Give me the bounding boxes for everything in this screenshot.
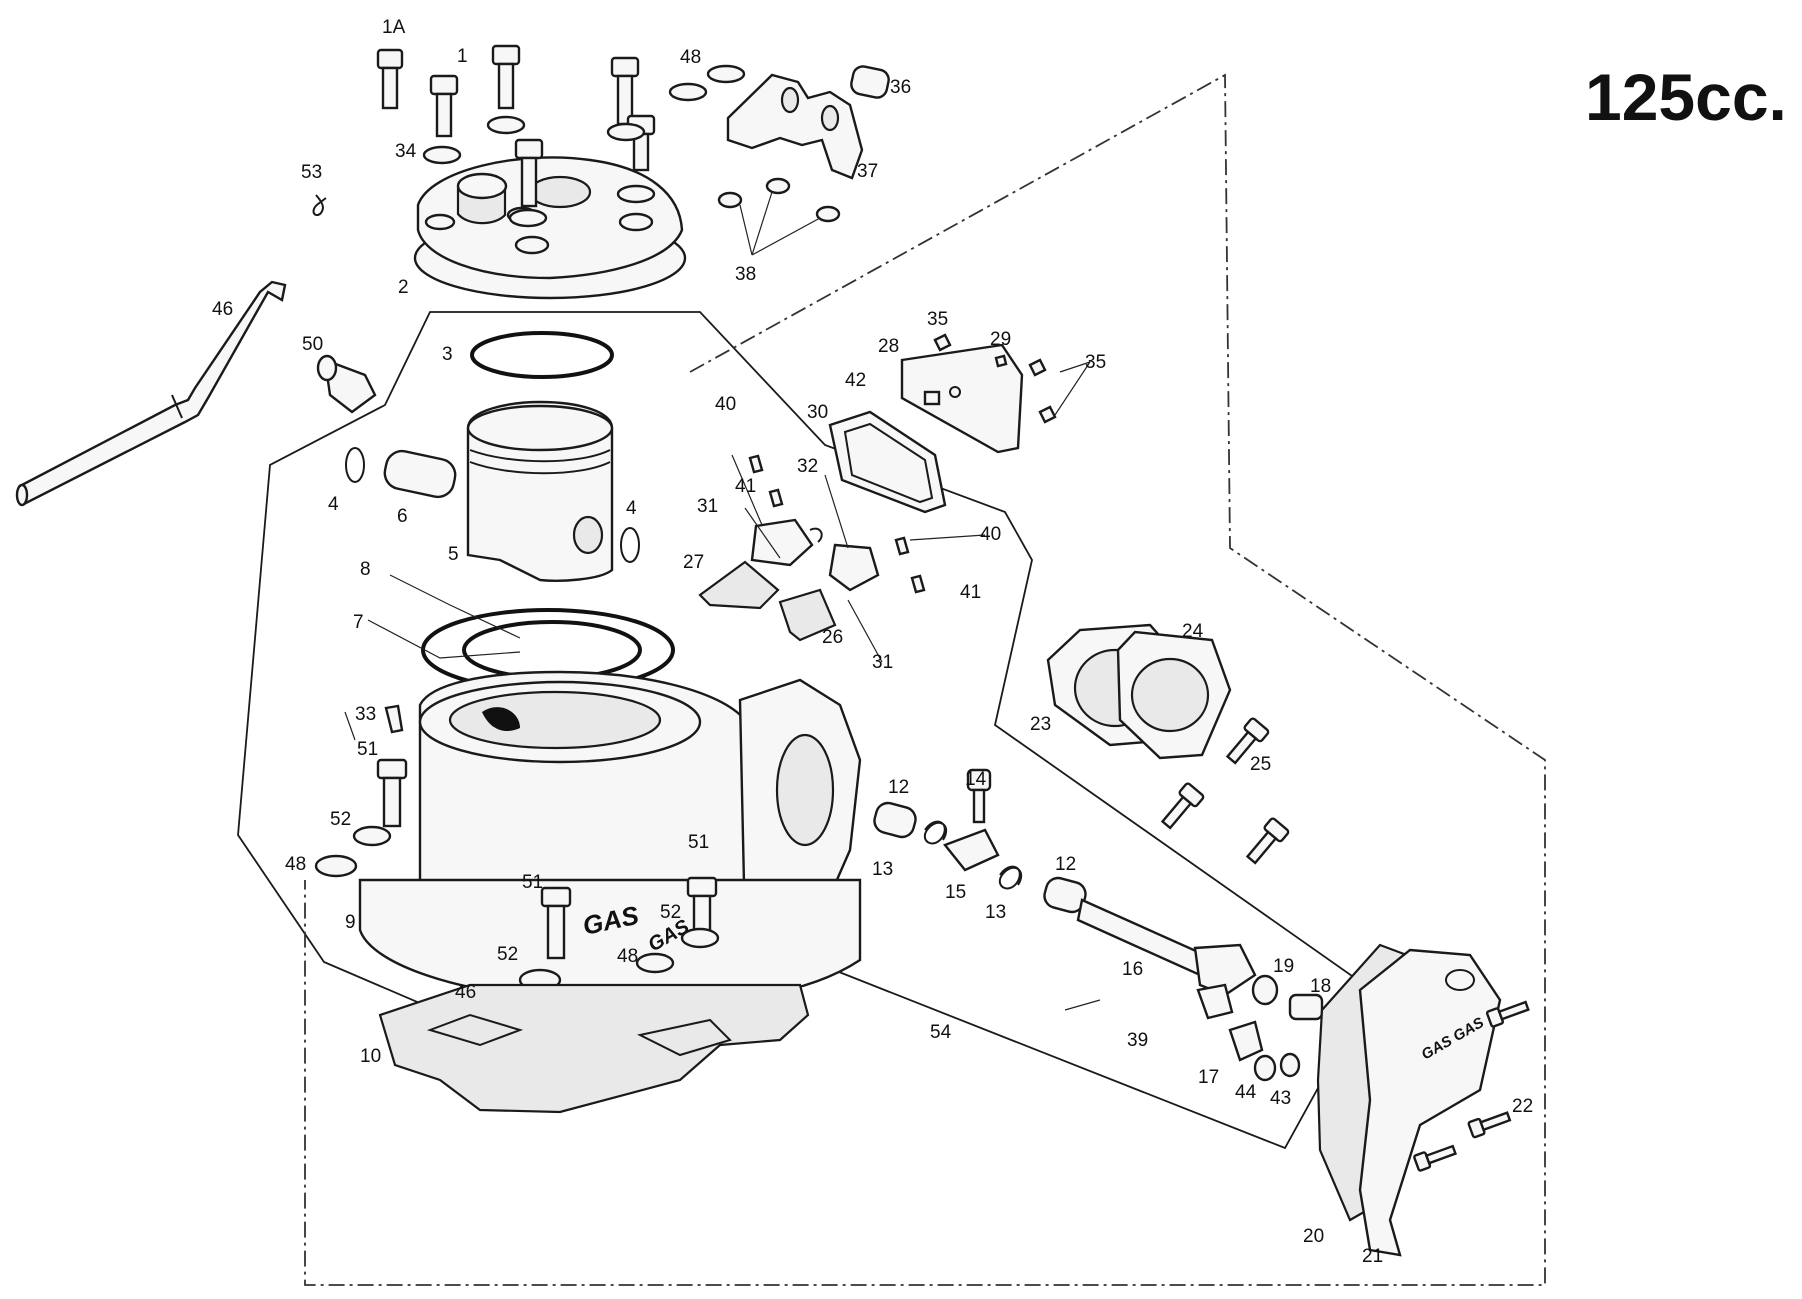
callout-14: 14 [965,769,987,790]
callout-19: 19 [1273,956,1294,977]
callout-13-left: 13 [872,859,893,880]
callout-24: 24 [1182,621,1204,642]
bracket-part [726,65,890,180]
leader-lines [344,361,1101,1011]
callout-2: 2 [398,277,409,298]
callout-50: 50 [302,334,323,355]
callout-48-center: 48 [617,946,638,967]
callout-9: 9 [345,912,356,933]
callout-17: 17 [1198,1067,1219,1088]
piston-rings [470,331,614,379]
callout-21: 21 [1362,1246,1383,1267]
callout-6: 6 [397,506,408,527]
callout-48-top: 48 [680,47,701,68]
pipe-part [15,280,287,507]
callout-41-lower: 41 [960,582,981,603]
callout-12-left: 12 [888,777,909,798]
callout-48-left: 48 [285,854,306,875]
callout-46-pipe: 46 [212,299,233,320]
fitting-part [316,354,377,414]
valve-cover-screws [1160,717,1290,865]
callout-33: 33 [355,704,376,725]
callout-20: 20 [1303,1226,1324,1247]
callout-8: 8 [360,559,371,580]
valve-linkage-part [873,768,1324,1082]
callout-16: 16 [1122,959,1143,980]
callout-5: 5 [448,544,459,565]
callout-54: 54 [930,1022,952,1043]
valve-cover-part [1046,623,1232,760]
callout-52-center: 52 [497,944,518,965]
side-cover-part: GAS GAS [1316,943,1530,1257]
reed-group-outline [304,73,1546,1286]
callout-10: 10 [360,1046,381,1067]
callout-1a: 1A [382,17,406,38]
callout-52-right: 52 [660,902,681,923]
callout-labels: 1A 1 48 36 34 37 53 38 2 46 50 3 35 29 2… [212,17,1533,1267]
clip-part [312,194,327,216]
callout-27: 27 [683,552,704,573]
callout-28: 28 [878,336,899,357]
callout-39: 39 [1127,1030,1148,1051]
callout-23: 23 [1030,714,1051,735]
callout-15: 15 [945,882,966,903]
callout-22: 22 [1512,1096,1533,1117]
callout-4-left: 4 [328,494,339,515]
head-bolts [376,44,746,228]
callout-18: 18 [1310,976,1331,997]
engine-size-title: 125cc. [1585,60,1787,134]
reed-cover-part [828,343,1024,514]
callout-3: 3 [442,344,453,365]
callout-1: 1 [457,46,468,67]
callout-31-upper: 31 [697,496,718,517]
callout-34: 34 [395,141,417,162]
callout-46-base: 46 [455,982,476,1003]
callout-41-upper: 41 [735,476,756,497]
callout-36: 36 [890,77,911,98]
callout-40-upper: 40 [715,394,736,415]
piston-part [345,400,640,582]
reed-screws [748,333,1057,594]
callout-43: 43 [1270,1088,1291,1109]
callout-12-right: 12 [1055,854,1076,875]
callout-25: 25 [1250,754,1271,775]
callout-42: 42 [845,370,866,391]
callout-38: 38 [735,264,756,285]
callout-44: 44 [1235,1082,1257,1103]
callout-30: 30 [807,402,828,423]
callout-53: 53 [301,162,322,183]
callout-37: 37 [857,161,878,182]
callout-51-right: 51 [688,832,709,853]
callout-7: 7 [353,612,364,633]
callout-35-top: 35 [927,309,948,330]
callout-29: 29 [990,329,1011,350]
cylinder-part: GAS GAS [358,670,862,1005]
callout-26: 26 [822,627,843,648]
callout-51-left: 51 [357,739,378,760]
callout-4-right: 4 [626,498,637,519]
o-rings-part [717,177,841,256]
callout-32: 32 [797,456,818,477]
callout-52-left: 52 [330,809,351,830]
callout-40-lower: 40 [980,524,1001,545]
reed-valve-part [698,518,880,642]
callout-51-center: 51 [522,872,543,893]
callout-35-right: 35 [1085,352,1106,373]
callout-13-right: 13 [985,902,1006,923]
cylinder-head-part [413,156,687,300]
callout-31-lower: 31 [872,652,893,673]
base-plate-gasket [378,983,810,1114]
